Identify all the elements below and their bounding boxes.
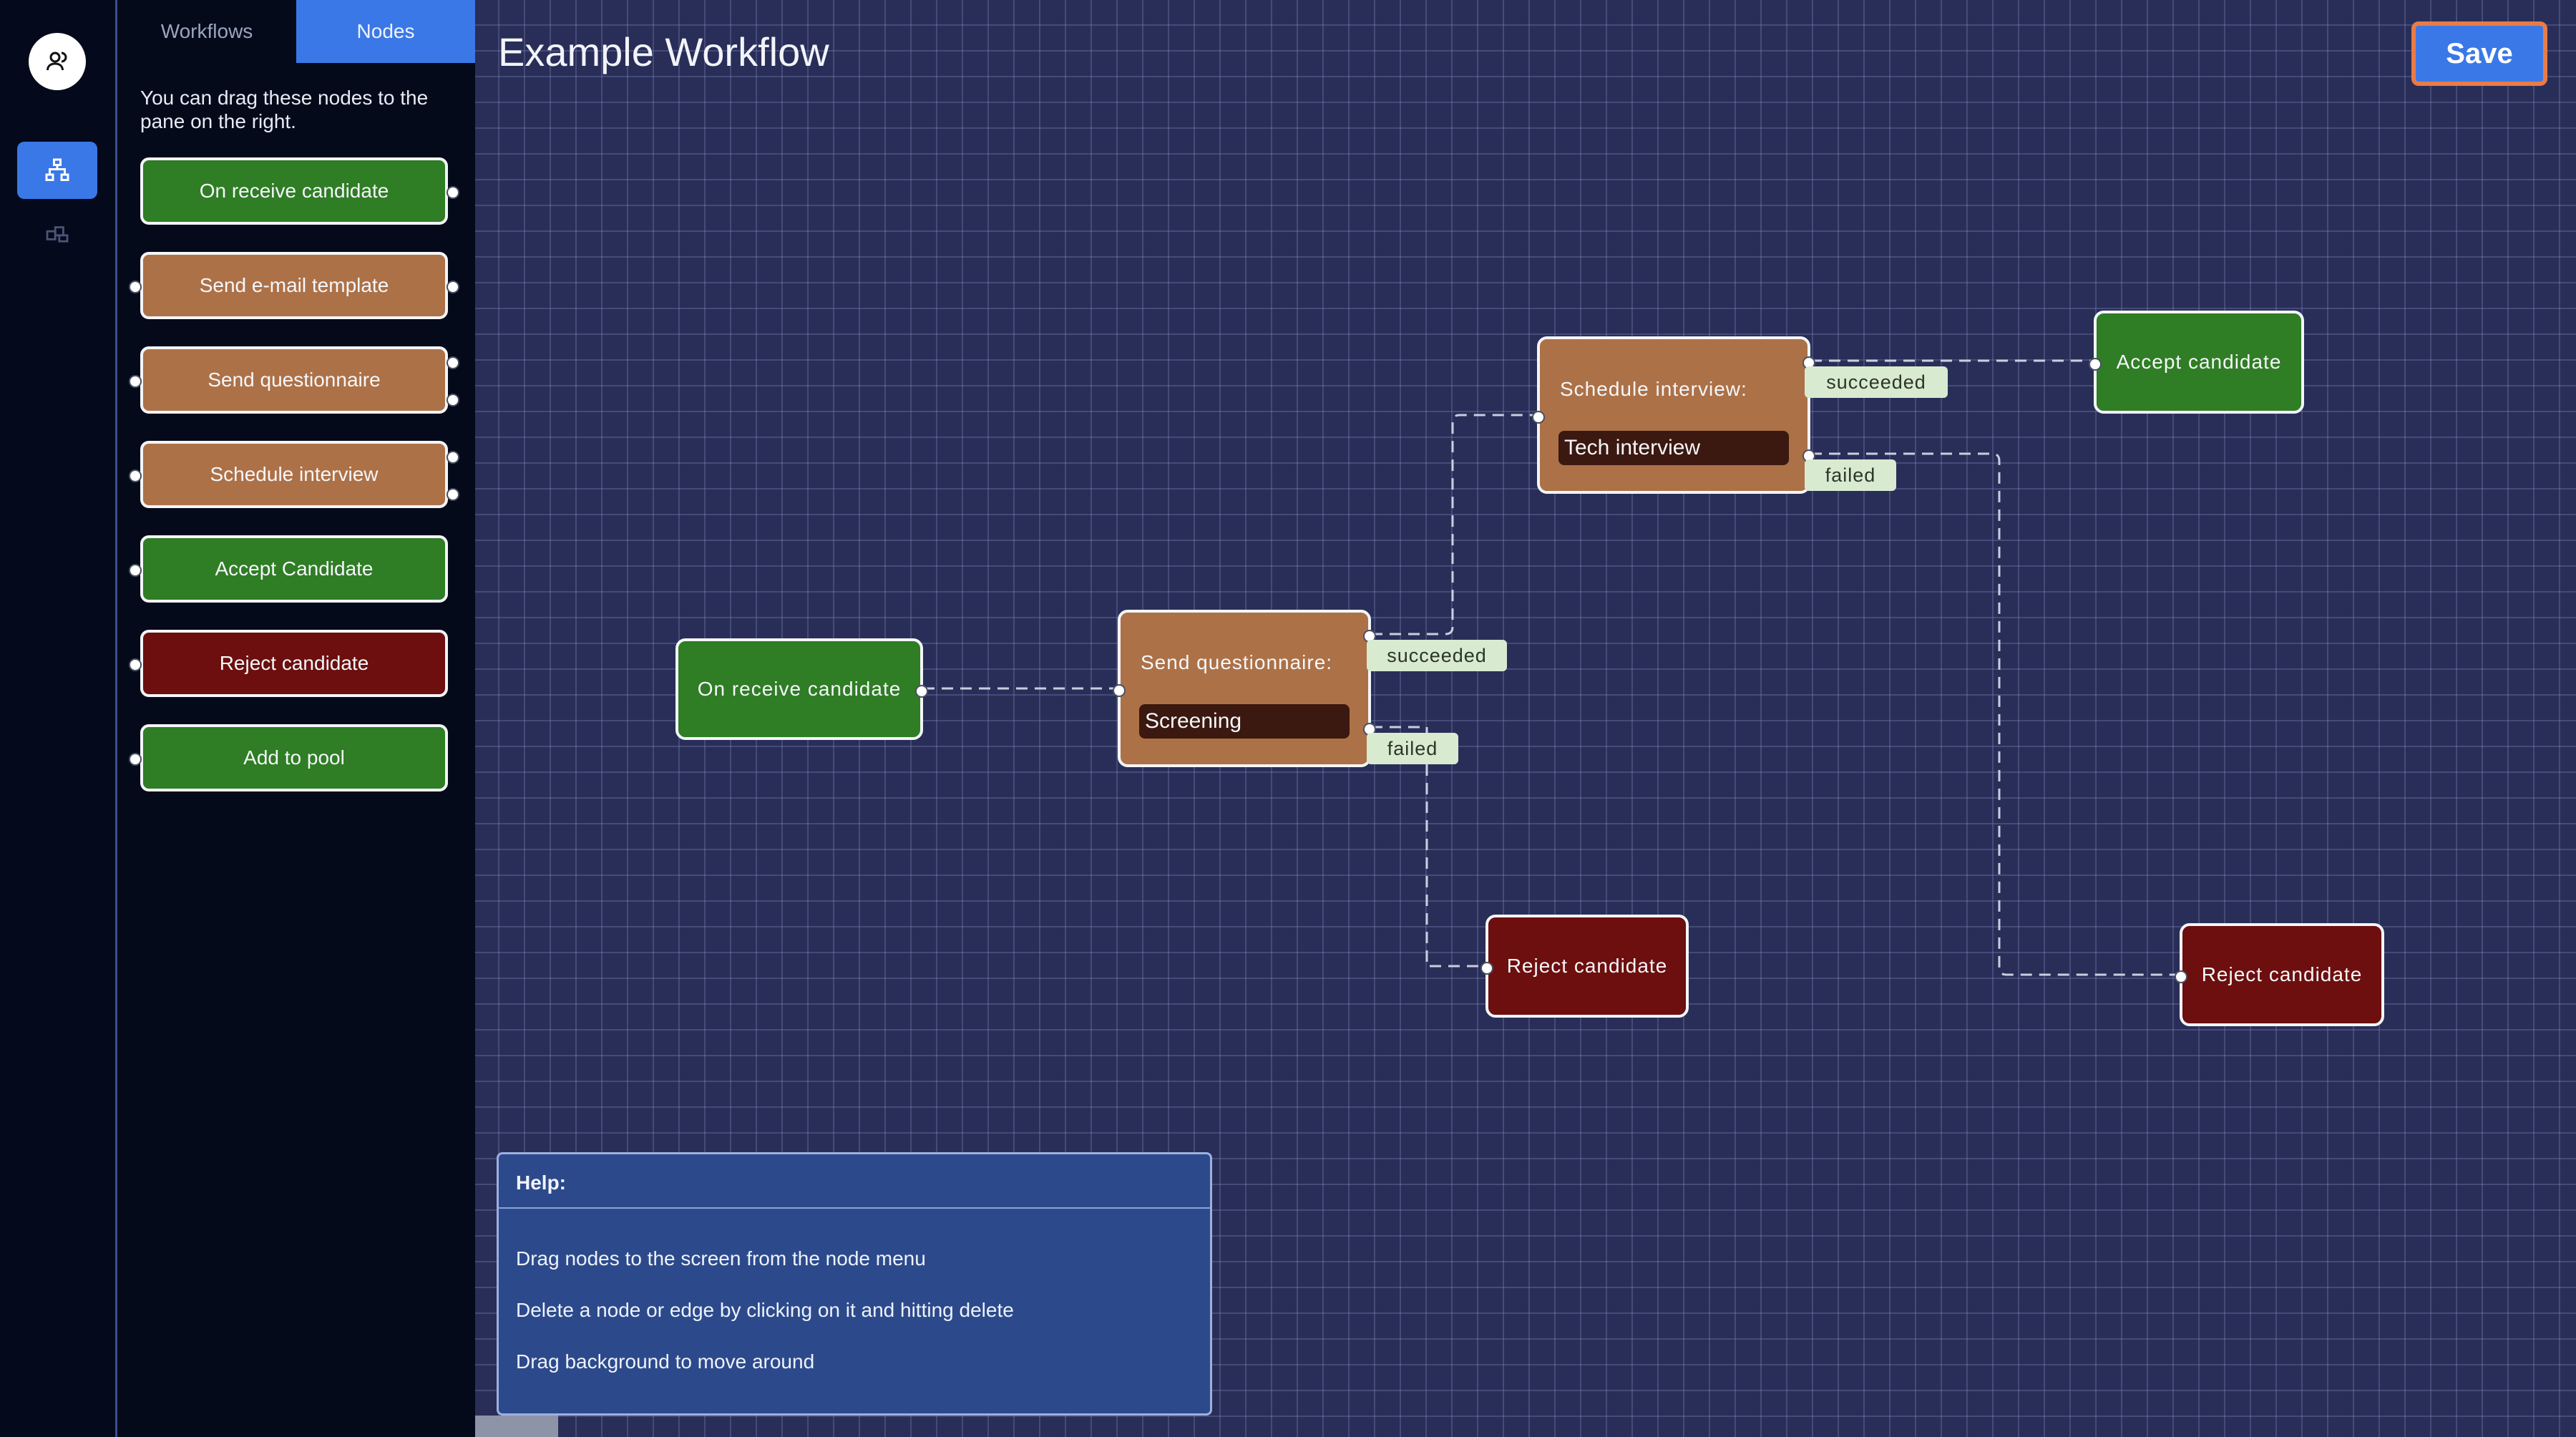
- input-handle[interactable]: [129, 469, 142, 482]
- workflow-canvas[interactable]: Example Workflow Save On receive candida…: [475, 0, 2576, 1437]
- menu-node-schedule-interview[interactable]: Schedule interview: [129, 441, 459, 508]
- node-label: Accept candidate: [2116, 351, 2282, 373]
- node-param-tech-interview[interactable]: Tech interview: [1558, 431, 1789, 465]
- canvas-node-reject-candidate[interactable]: Reject candidate: [2175, 923, 2384, 1026]
- canvas-node-schedule-interview[interactable]: Schedule interview: Tech interview: [1532, 336, 1815, 494]
- canvas-node-reject-candidate[interactable]: Reject candidate: [1480, 915, 1689, 1018]
- node-menu-panel: Workflows Nodes You can drag these nodes…: [117, 0, 475, 1437]
- output-handle[interactable]: [447, 281, 459, 293]
- page-title: Example Workflow: [498, 29, 829, 74]
- workflows-hierarchy-icon[interactable]: [17, 142, 97, 199]
- input-handle[interactable]: [2175, 970, 2187, 983]
- menu-node-label: Schedule interview: [210, 463, 379, 485]
- save-button[interactable]: Save: [2411, 21, 2547, 86]
- canvas-node-send-questionnaire[interactable]: Send questionnaire: Screening: [1113, 610, 1376, 767]
- menu-node-accept-candidate[interactable]: Accept Candidate: [129, 535, 448, 603]
- help-line: Delete a node or edge by clicking on it …: [516, 1299, 1014, 1321]
- output-handle[interactable]: [447, 186, 459, 199]
- horizontal-scrollbar[interactable]: [475, 1416, 558, 1437]
- succeeded-handle[interactable]: [447, 451, 459, 464]
- menu-node-send-email-template[interactable]: Send e-mail template: [129, 252, 459, 319]
- tab-nodes[interactable]: Nodes: [296, 0, 475, 63]
- failed-handle[interactable]: [447, 488, 459, 501]
- help-panel: Help: Drag nodes to the screen from the …: [497, 1152, 1212, 1416]
- menu-node-on-receive-candidate[interactable]: On receive candidate: [140, 157, 459, 225]
- tab-workflows[interactable]: Workflows: [160, 20, 253, 42]
- node-label: On receive candidate: [697, 678, 902, 700]
- menu-node-label: Add to pool: [243, 746, 345, 769]
- logo-user-icon[interactable]: [29, 33, 86, 90]
- input-handle[interactable]: [129, 375, 142, 388]
- help-title: Help:: [516, 1171, 566, 1194]
- node-label: Reject candidate: [2201, 963, 2363, 985]
- blocks-icon[interactable]: [40, 219, 74, 248]
- icon-rail: [0, 0, 117, 1437]
- panel-hint: You can drag these nodes to the pane on …: [140, 87, 429, 132]
- menu-node-label: Send questionnaire: [208, 369, 381, 391]
- edge-label-failed: failed: [1367, 733, 1458, 764]
- menu-node-label: Accept Candidate: [215, 557, 374, 580]
- menu-node-add-to-pool[interactable]: Add to pool: [129, 724, 448, 791]
- succeeded-handle[interactable]: [447, 356, 459, 369]
- node-param-screening[interactable]: Screening: [1139, 704, 1350, 739]
- help-line: Drag nodes to the screen from the node m…: [516, 1247, 926, 1270]
- help-divider: [499, 1207, 1210, 1209]
- input-handle[interactable]: [129, 281, 142, 293]
- help-line: Drag background to move around: [516, 1350, 815, 1373]
- menu-node-label: Reject candidate: [219, 652, 369, 674]
- input-handle[interactable]: [129, 564, 142, 577]
- menu-node-label: Send e-mail template: [199, 274, 389, 296]
- menu-node-reject-candidate[interactable]: Reject candidate: [129, 630, 448, 697]
- failed-handle[interactable]: [447, 394, 459, 406]
- edge-questionnaire-failed[interactable]: [1371, 726, 1485, 968]
- menu-node-label: On receive candidate: [199, 180, 389, 202]
- input-handle[interactable]: [1480, 962, 1493, 975]
- input-handle[interactable]: [2089, 358, 2102, 371]
- edge-label-succeeded: succeeded: [1367, 640, 1507, 671]
- input-handle[interactable]: [129, 658, 142, 671]
- input-handle[interactable]: [1113, 684, 1126, 697]
- edge-interview-failed[interactable]: [1810, 452, 2180, 976]
- edges-layer: [923, 359, 2180, 976]
- menu-node-send-questionnaire[interactable]: Send questionnaire: [129, 346, 459, 414]
- node-label: Reject candidate: [1506, 955, 1668, 977]
- input-handle[interactable]: [1532, 411, 1545, 424]
- edge-label-failed: failed: [1805, 459, 1896, 491]
- panel-tabs: Workflows Nodes: [117, 0, 475, 63]
- canvas-node-on-receive-candidate[interactable]: On receive candidate: [675, 638, 928, 740]
- node-label: Send questionnaire:: [1141, 651, 1333, 673]
- edge-label-succeeded: succeeded: [1805, 366, 1948, 398]
- edge-questionnaire-succeeded[interactable]: [1371, 414, 1537, 635]
- canvas-node-accept-candidate[interactable]: Accept candidate: [2089, 311, 2304, 414]
- output-handle[interactable]: [915, 685, 928, 698]
- input-handle[interactable]: [129, 753, 142, 766]
- node-label: Schedule interview:: [1560, 378, 1747, 400]
